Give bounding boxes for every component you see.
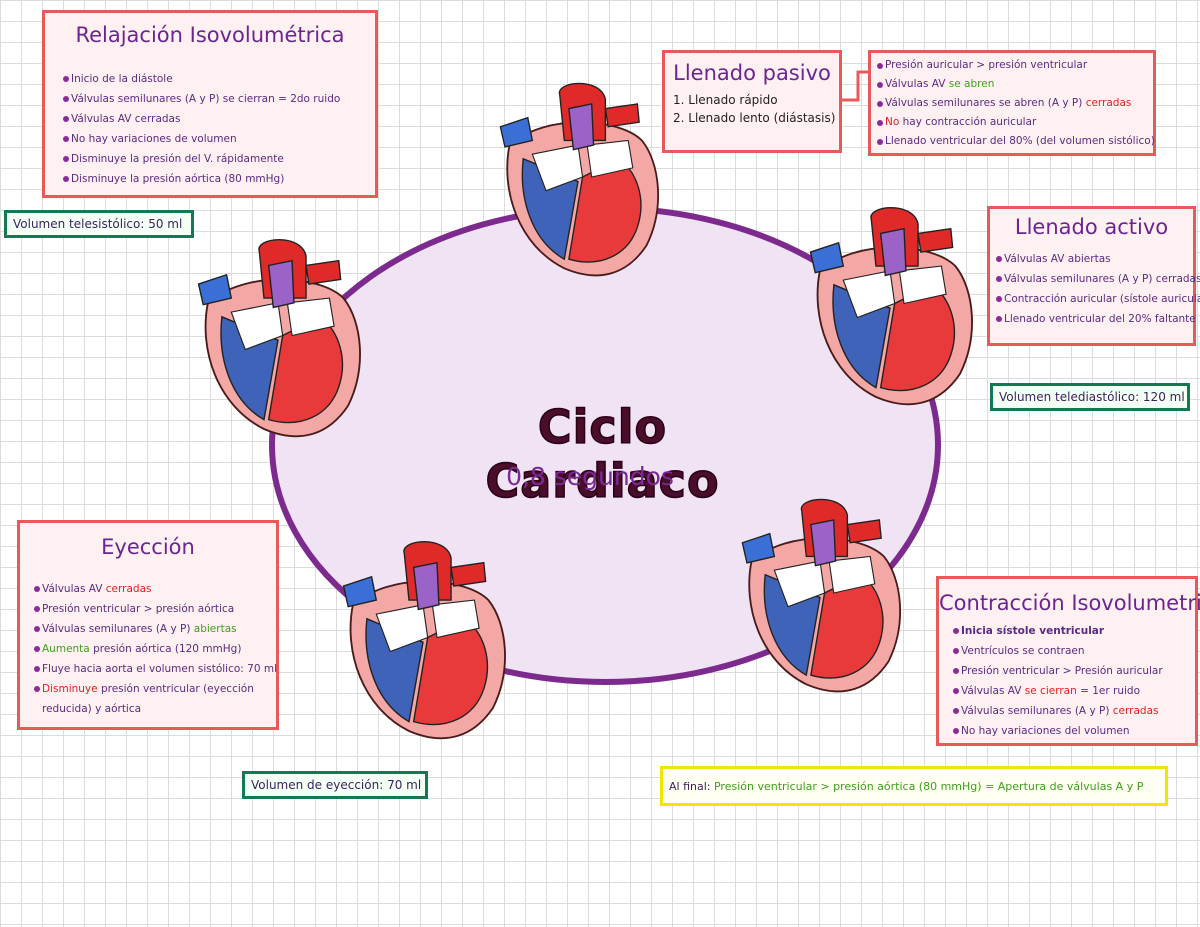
contraccion-list: Inicia sístole ventricular Ventrículos s… xyxy=(953,621,1195,741)
item-text: Válvulas semilunares (A y P) xyxy=(961,705,1113,717)
llenado-pasivo-details-list: Presión auricular > presión ventricular … xyxy=(877,56,1155,151)
item-text: Ventrículos se contraen xyxy=(961,645,1085,657)
item-text: Inicia sístole ventricular xyxy=(961,625,1105,637)
list-item: Disminuye la presión aórtica (80 mmHg) xyxy=(63,169,375,189)
list-item: Válvulas semilunares se abren (A y P) ce… xyxy=(877,94,1153,113)
list-item: Válvulas AV se cierran = 1er ruido xyxy=(953,681,1195,701)
relajacion-box: Relajación Isovolumétrica Inicio de la d… xyxy=(42,10,378,198)
llenado-pasivo-details-box: Presión auricular > presión ventricular … xyxy=(868,50,1156,156)
detail-highlight: cerradas xyxy=(1085,97,1132,109)
list-item: Válvulas AV abiertas xyxy=(996,249,1193,269)
final-note-prefix: Al final: xyxy=(669,780,714,793)
item-highlight: Disminuye xyxy=(42,683,98,695)
list-item: Disminuye la presión del V. rápidamente xyxy=(63,149,375,169)
detail-highlight: se abren xyxy=(948,78,995,90)
list-item: Inicio de la diástole xyxy=(63,69,375,89)
list-item: Aumenta presión aórtica (120 mmHg) xyxy=(34,639,276,659)
final-note-text: Presión ventricular > presión aórtica (8… xyxy=(713,780,1144,793)
list-item: Presión auricular > presión ventricular xyxy=(877,56,1153,75)
list-item: Válvulas semilunares (A y P) cerradas xyxy=(953,701,1195,721)
detail-highlight: No xyxy=(885,116,900,128)
item-text: reducida) y aórtica xyxy=(42,703,142,715)
list-item-continuation: reducida) y aórtica xyxy=(34,699,276,719)
item-text: Válvulas semilunares (A y P) xyxy=(42,623,194,635)
item-text: Válvulas AV xyxy=(42,583,106,595)
detail-text: Válvulas semilunares se abren (A y P) xyxy=(885,97,1086,109)
list-item: Disminuye presión ventricular (eyección xyxy=(34,679,276,699)
connector-line xyxy=(842,70,870,102)
llenado-activo-heading: Llenado activo xyxy=(1014,215,1169,239)
detail-text: hay contracción auricular xyxy=(899,116,1037,128)
eyeccion-list: Válvulas AV cerradas Presión ventricular… xyxy=(34,579,277,719)
eyeccion-box: Eyección Válvulas AV cerradas Presión ve… xyxy=(17,520,279,730)
detail-text: Presión auricular > presión ventricular xyxy=(885,59,1088,71)
heart-llenado-activo-image xyxy=(809,206,973,406)
volumen-telediastolico-label: Volumen telediastólico: 120 ml xyxy=(990,383,1190,411)
llenado-pasivo-heading: Llenado pasivo xyxy=(673,61,831,85)
page-subtitle: 0,8 segundos xyxy=(506,462,674,491)
item-text: Válvulas AV xyxy=(961,685,1025,697)
list-item: Inicia sístole ventricular xyxy=(953,621,1195,641)
list-item: Válvulas AV cerradas xyxy=(63,109,375,129)
relajacion-heading: Relajación Isovolumétrica xyxy=(75,23,345,47)
list-item: No hay variaciones de volumen xyxy=(63,129,375,149)
item-text: No hay variaciones del volumen xyxy=(961,725,1130,737)
contraccion-box: Contracción Isovolumetrica Inicia sístol… xyxy=(936,576,1200,746)
list-item: Válvulas semilunares (A y P) se cierran … xyxy=(63,89,375,109)
llenado-activo-box: Llenado activo Válvulas AV abiertas Válv… xyxy=(987,206,1200,346)
list-item: Presión ventricular > presión aórtica xyxy=(34,599,276,619)
list-item: Válvulas semilunares (A y P) abiertas xyxy=(34,619,276,639)
list-item: Contracción auricular (sístole auricular… xyxy=(996,289,1200,309)
item-text: Presión ventricular > presión aórtica xyxy=(42,603,235,615)
item-highlight: abiertas xyxy=(193,623,237,635)
llenado-pasivo-box: Llenado pasivo 1. Llenado rápido 2. Llen… xyxy=(662,50,842,153)
detail-text: Válvulas AV xyxy=(885,78,949,90)
list-item: No hay variaciones del volumen xyxy=(953,721,1195,741)
item-text: = 1er ruido xyxy=(1076,685,1140,697)
list-item: Llenado ventricular del 20% faltante xyxy=(996,309,1196,329)
item-highlight: Aumenta xyxy=(42,643,90,655)
item-highlight: cerradas xyxy=(1112,705,1159,717)
final-note-box: Al final: Presión ventricular > presión … xyxy=(660,766,1168,806)
contraccion-heading: Contracción Isovolumetrica xyxy=(939,591,1200,615)
llenado-pasivo-line2: 2. Llenado lento (diástasis) xyxy=(673,111,836,125)
list-item: Llenado ventricular del 80% (del volumen… xyxy=(877,132,1155,151)
item-highlight: se cierran xyxy=(1024,685,1077,697)
llenado-activo-list: Válvulas AV abiertas Válvulas semilunare… xyxy=(996,249,1200,329)
list-item: Válvulas semilunares (A y P) cerradas xyxy=(996,269,1200,289)
list-item: No hay contracción auricular xyxy=(877,113,1153,132)
llenado-pasivo-line1: 1. Llenado rápido xyxy=(673,93,778,107)
volumen-telesistolico-label: Volumen telesistólico: 50 ml xyxy=(4,210,194,238)
volumen-eyeccion-label: Volumen de eyección: 70 ml xyxy=(242,771,428,799)
heart-relajacion-image xyxy=(197,238,361,438)
eyeccion-heading: Eyección xyxy=(101,535,195,559)
list-item: Ventrículos se contraen xyxy=(953,641,1195,661)
list-item: Válvulas AV se abren xyxy=(877,75,1153,94)
list-item: Fluye hacia aorta el volumen sistólico: … xyxy=(34,659,277,679)
item-highlight: cerradas xyxy=(105,583,152,595)
list-item: Presión ventricular > Presión auricular xyxy=(953,661,1195,681)
detail-text: Llenado ventricular del 80% (del volumen… xyxy=(885,135,1155,147)
item-text: Presión ventricular > Presión auricular xyxy=(961,665,1163,677)
page-title: Ciclo Cardiaco xyxy=(485,399,720,509)
heart-eyeccion-image xyxy=(342,540,506,740)
item-text: Fluye hacia aorta el volumen sistólico: … xyxy=(42,663,277,675)
list-item: Válvulas AV cerradas xyxy=(34,579,276,599)
item-text: presión ventricular (eyección xyxy=(97,683,254,695)
item-text: presión aórtica (120 mmHg) xyxy=(89,643,242,655)
heart-llenado-pasivo-image xyxy=(499,82,660,277)
relajacion-list: Inicio de la diástole Válvulas semilunar… xyxy=(63,69,375,189)
heart-contraccion-image xyxy=(741,498,902,693)
